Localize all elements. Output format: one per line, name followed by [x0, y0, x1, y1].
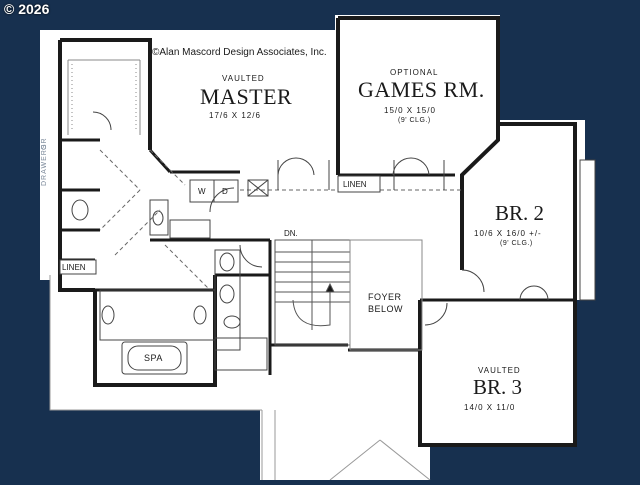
fixtures [71, 159, 596, 375]
master-dimensions: 17/6 X 12/6 [209, 111, 261, 120]
linen-closet-upper [337, 175, 381, 193]
br3-room-name: BR. 3 [473, 375, 523, 399]
br3-dimensions: 14/0 X 11/0 [464, 403, 516, 412]
sink-icon [193, 305, 207, 325]
designer-credit: ©Alan Mascord Design Associates, Inc. [152, 47, 327, 58]
copyright-badge: © 2026 [4, 1, 50, 17]
br2-dimensions: 10/6 X 16/0 +/- [474, 229, 542, 238]
tub-icon [214, 337, 268, 371]
games-sub-label: OPTIONAL [390, 68, 439, 77]
sink-icon [219, 284, 235, 304]
toilet-icon [71, 199, 89, 221]
games-room-name: GAMES RM. [358, 77, 485, 102]
foyer-outline [349, 239, 423, 351]
sink-icon [101, 305, 115, 325]
roof-lines [49, 275, 431, 481]
linen-upper-label: LINEN [343, 180, 367, 189]
exterior-walls [58, 16, 577, 447]
linen-closet-left [59, 259, 97, 275]
utility-box-icon [247, 179, 269, 197]
linen-left-label: LINEN [62, 263, 86, 272]
sink-icon [152, 210, 164, 226]
stair-treads [275, 251, 350, 303]
closet-shelving [67, 59, 141, 135]
spa-label: SPA [144, 353, 163, 363]
staircase [274, 239, 351, 346]
br2-room-name: BR. 2 [495, 201, 545, 225]
door-swings [92, 111, 549, 326]
spa-tub-icon [121, 341, 188, 375]
br3-sub-label: VAULTED [478, 366, 521, 375]
dryer-label: D [222, 187, 228, 196]
foyer-label-line1: FOYER [368, 292, 402, 302]
down-stairs-label: DN. [284, 229, 298, 238]
games-dimensions: 15/0 X 15/0 [384, 106, 436, 115]
drawers-or-note: OR [41, 137, 48, 151]
dashed-lines [99, 149, 462, 291]
foyer-label-line2: BELOW [368, 304, 404, 314]
br2-ceiling: (9' CLG.) [500, 240, 533, 247]
washer-label: W [198, 187, 206, 196]
games-ceiling: (9' CLG.) [398, 117, 431, 124]
toilet-icon [223, 315, 241, 329]
master-sub-label: VAULTED [222, 74, 265, 83]
sink-icon [219, 252, 235, 272]
master-room-name: MASTER [200, 84, 293, 109]
